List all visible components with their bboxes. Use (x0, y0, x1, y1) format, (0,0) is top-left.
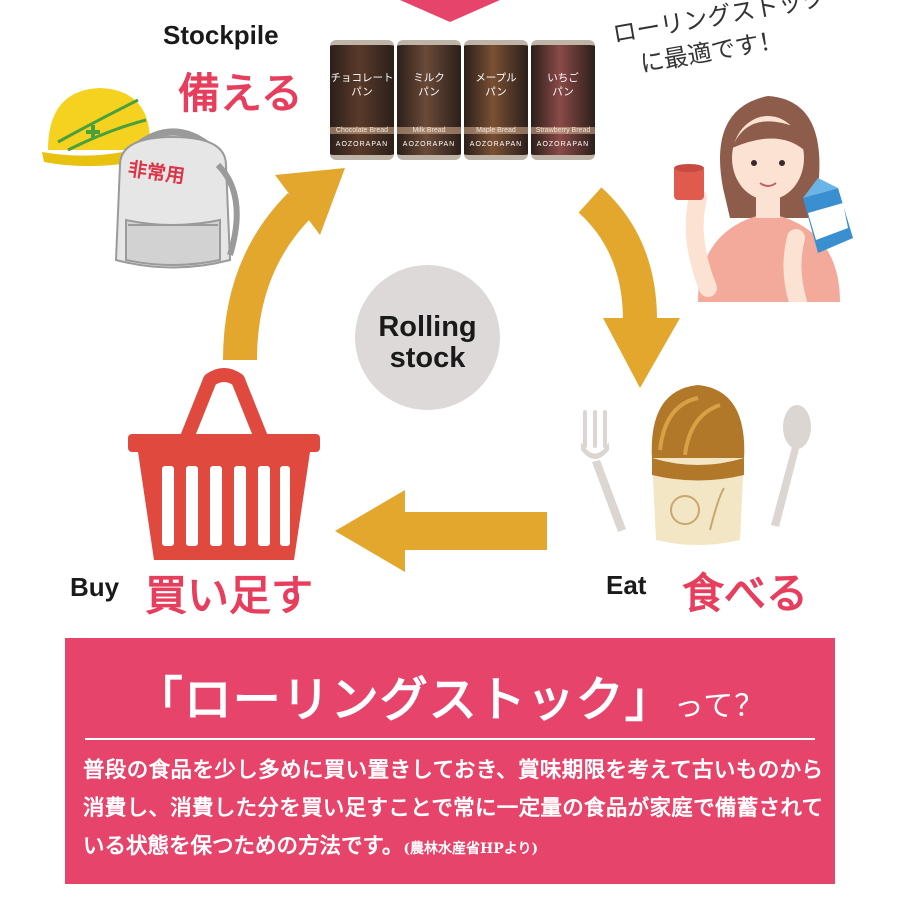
can-brand-label: AOZORAPAN (469, 141, 523, 148)
bread-icon (651, 385, 745, 545)
can-jp-label: チョコレート パン (330, 72, 394, 98)
cycle-arrows (223, 168, 680, 572)
center-circle (355, 265, 500, 410)
can-en-label: Chocolate Bread (330, 127, 394, 134)
basket-icon (128, 368, 320, 560)
spoon-icon (771, 405, 811, 527)
panel-title-main: 「ローリングストック」 (134, 672, 674, 728)
can-jp-label: メープル パン (475, 72, 517, 98)
center-label: Rolling stock (355, 312, 500, 374)
arrow-buy-to-stockpile (223, 192, 313, 361)
arrow-eat-to-buy (395, 512, 547, 550)
arrow-head-left (335, 490, 405, 572)
center-label-line1: Rolling (378, 311, 477, 343)
fork-icon (581, 410, 626, 532)
center-label-line2: stock (389, 342, 466, 374)
can-brand-label: AOZORAPAN (536, 141, 590, 148)
buy-en-label: Buy (70, 572, 120, 602)
can-en-label: Milk Bread (397, 127, 461, 134)
can-brand-label: AOZORAPAN (335, 141, 389, 148)
arrow-head-down (603, 318, 680, 388)
woman-illustration (674, 96, 853, 302)
info-panel: 「ローリングストック」って？ 普段の食品を少し多めに買い置きしておき、賞味期限を… (65, 638, 835, 884)
panel-title-suffix: って？ (673, 689, 766, 724)
can-en-label: Strawberry Bread (531, 127, 595, 134)
arrow-stockpile-to-eat (578, 187, 657, 321)
panel-body-text: 普段の食品を少し多めに買い置きしておき、賞味期限を考えて古いものから消費し、消費… (83, 758, 823, 859)
panel-body: 普段の食品を少し多めに買い置きしておき、賞味期限を考えて古いものから消費し、消費… (83, 752, 823, 868)
can-en-label: Maple Bread (464, 127, 528, 134)
can-jp-label: いちご パン (547, 72, 579, 98)
stockpile-en-label: Stockpile (163, 20, 279, 50)
buy-jp-label: 買い足す (145, 571, 314, 620)
stockpile-jp-label: 備える (178, 69, 303, 118)
eat-en-label: Eat (606, 570, 647, 600)
top-chevron-icon (400, 0, 500, 22)
eat-jp-label: 食べる (682, 569, 809, 618)
panel-source: (農林水産省HPより) (403, 841, 539, 857)
backpack-icon (114, 128, 240, 269)
panel-divider (85, 738, 815, 740)
can-jp-label: ミルク パン (413, 72, 445, 98)
arrow-head-up (275, 168, 345, 235)
can-brand-label: AOZORAPAN (402, 141, 456, 148)
panel-title: 「ローリングストック」って？ (65, 660, 835, 730)
